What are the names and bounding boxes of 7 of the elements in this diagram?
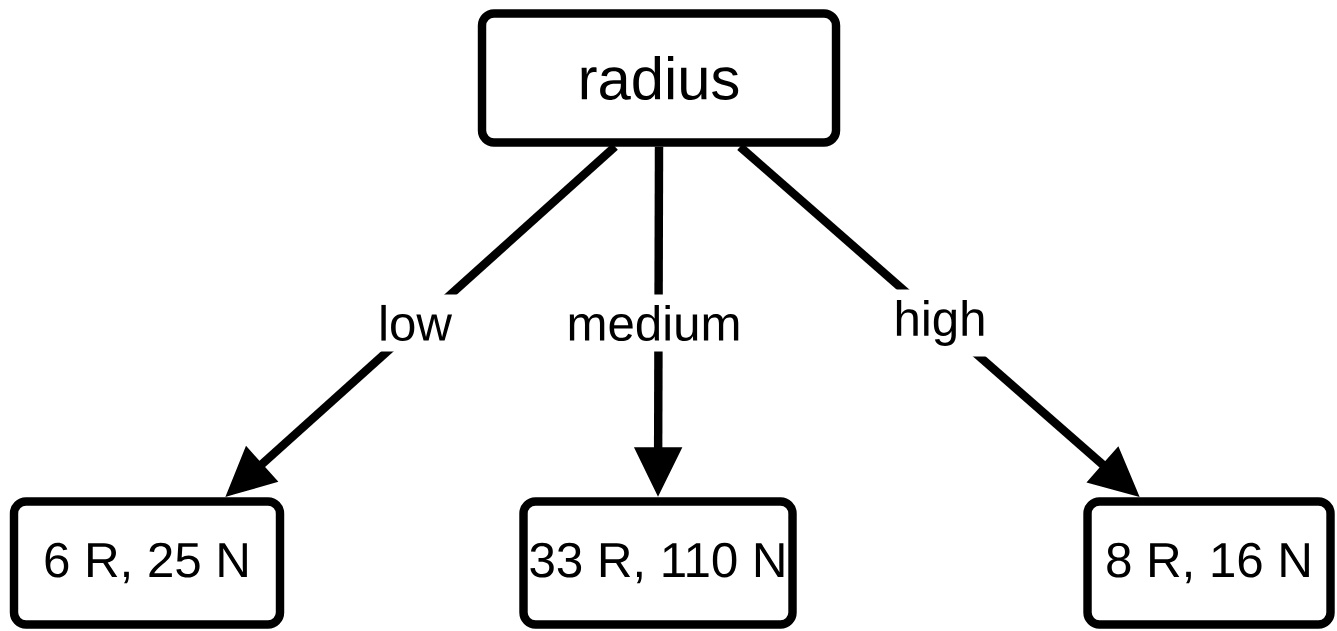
leaf-box: 6 R, 25 N xyxy=(9,497,285,629)
edge-label: medium xyxy=(555,294,753,352)
leaf-box: 33 R, 110 N xyxy=(519,497,797,629)
edge-label: low xyxy=(367,294,463,352)
edge-label: high xyxy=(882,289,998,357)
root-box: radius xyxy=(477,9,841,147)
leaf-box: 8 R, 16 N xyxy=(1083,497,1335,629)
